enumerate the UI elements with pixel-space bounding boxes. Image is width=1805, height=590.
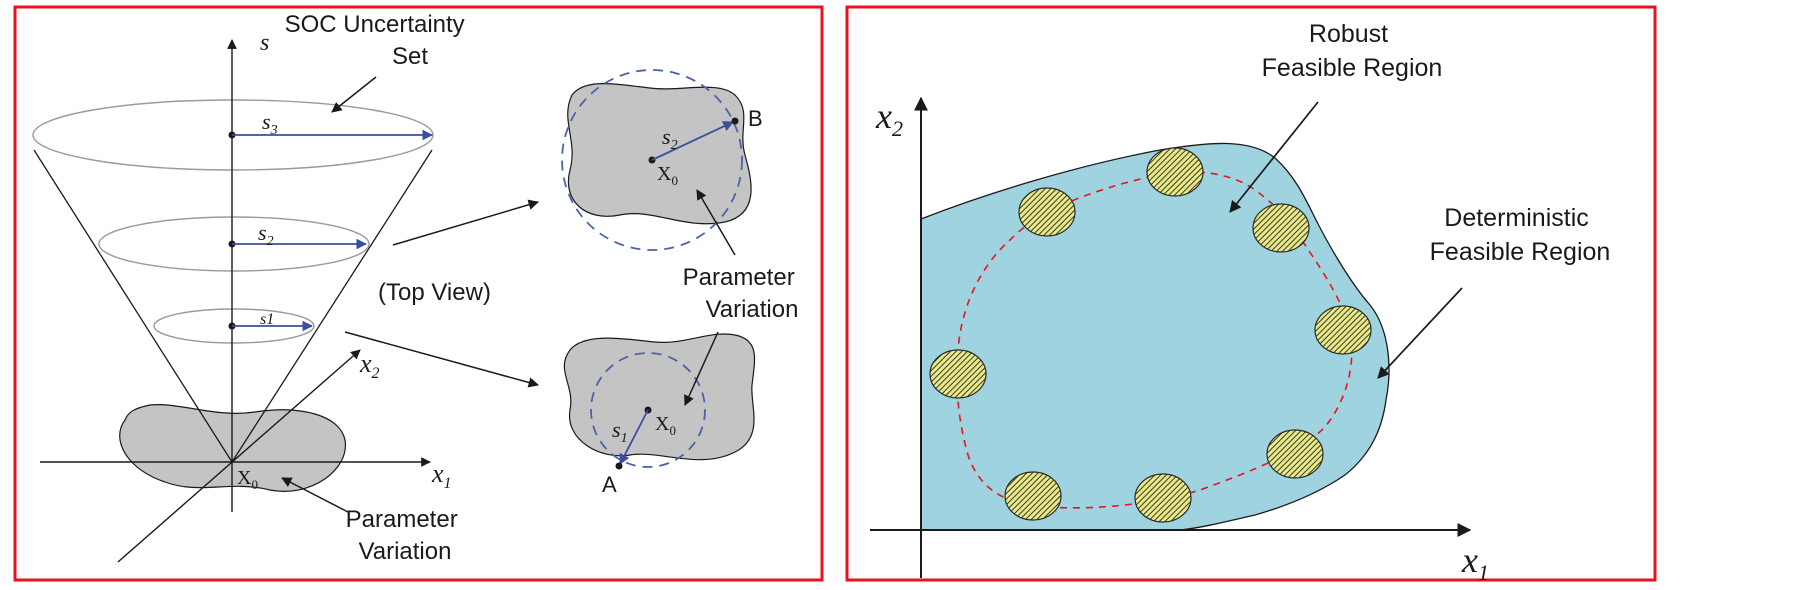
s3-label: s3 — [262, 109, 278, 138]
top-view-upper-vector — [651, 121, 734, 161]
top-view-arrow-lower — [344, 331, 540, 388]
top-view-arrow-upper — [392, 199, 540, 246]
top-view-lower-radius-label: s1 — [612, 417, 628, 446]
s1-label: s1 — [260, 311, 274, 328]
deterministic-region-arrow — [1377, 287, 1463, 379]
cone-left-edge — [33, 149, 233, 463]
soc-callout-arrow — [331, 76, 377, 113]
top-view-upper-center-label: X0 — [657, 163, 678, 188]
top-view-lower-center-label: X0 — [655, 413, 676, 438]
x1-axis-label: x1 — [431, 459, 452, 492]
top-view-upper-dashed-circle — [561, 69, 743, 251]
parameter-variation-bottom-arrow — [281, 477, 349, 513]
parameter-variation-right-label: Parameter Variation — [683, 264, 802, 323]
soc-uncertainty-label: SOC Uncertainty Set — [285, 11, 472, 70]
uncertainty-ellipse — [1314, 305, 1372, 355]
top-view-upper-radius-label: s2 — [662, 124, 678, 153]
point-a-label: A — [602, 472, 617, 497]
uncertainty-ellipse — [1004, 471, 1062, 521]
deterministic-region-label: Deterministic Feasible Region — [1430, 204, 1611, 266]
s2-label: s2 — [258, 220, 274, 249]
uncertainty-ellipses — [929, 147, 1372, 523]
robust-region-label: Robust Feasible Region — [1262, 20, 1443, 82]
uncertainty-ellipse — [1146, 147, 1204, 197]
top-view-lower-vector — [619, 409, 649, 465]
right-x2-axis-label: x2 — [875, 96, 903, 141]
x2-axis-label: x2 — [359, 349, 380, 382]
point-a-dot — [615, 462, 623, 470]
uncertainty-ellipse — [1252, 203, 1310, 253]
top-view-label: (Top View) — [378, 279, 491, 306]
uncertainty-ellipse — [1018, 187, 1076, 237]
parameter-variation-bottom-label: Parameter Variation — [346, 506, 465, 565]
uncertainty-ellipse — [1134, 473, 1192, 523]
point-b-label: B — [748, 106, 763, 131]
uncertainty-ellipse — [1266, 429, 1324, 479]
top-view-lower-dashed-circle — [590, 352, 706, 468]
right-x1-axis-label: x1 — [1461, 540, 1489, 585]
parameter-variation-right-arrow-upper — [696, 189, 736, 256]
uncertainty-ellipse — [929, 349, 987, 399]
x2-axis — [117, 349, 361, 563]
top-view-upper-shape — [567, 83, 752, 225]
point-b-dot — [731, 117, 739, 125]
parameter-variation-right-arrow-lower — [684, 331, 719, 406]
robust-region-arrow — [1229, 101, 1319, 213]
s-axis-label: s — [260, 30, 269, 56]
cone-right-edge — [231, 149, 433, 463]
origin-label: X0 — [237, 467, 258, 492]
cone-ellipse-s2 — [98, 216, 370, 272]
cone-ellipse-s1 — [153, 308, 315, 344]
